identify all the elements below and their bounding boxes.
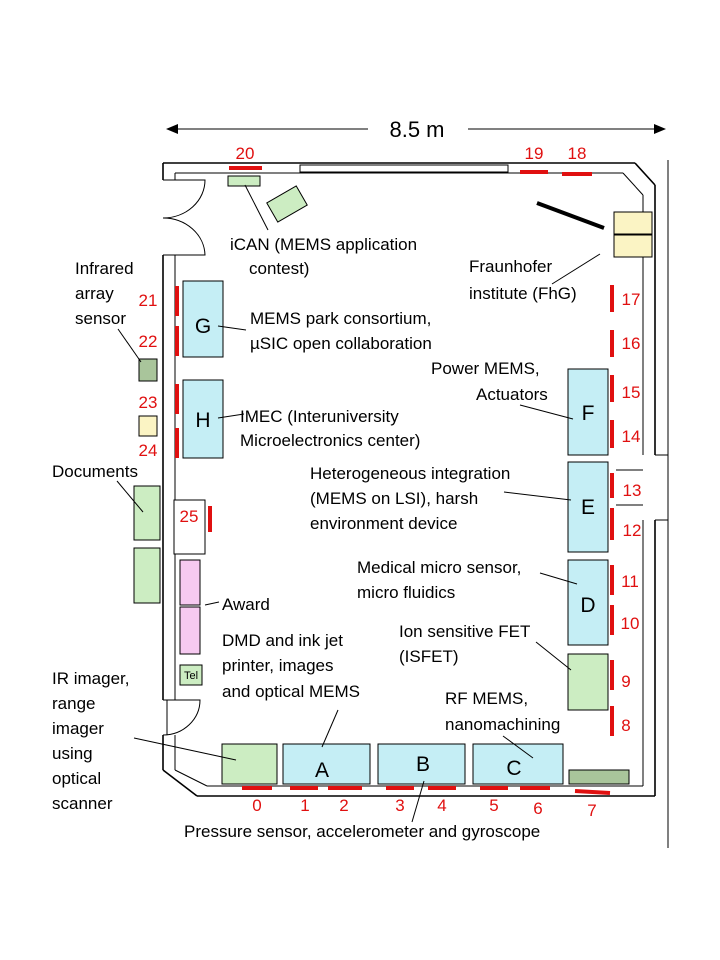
small-yellow-box bbox=[138, 415, 158, 437]
number-20: 20 bbox=[236, 144, 255, 163]
number-22: 22 bbox=[139, 332, 158, 351]
booth-a-box bbox=[282, 743, 371, 785]
number-2: 2 bbox=[339, 796, 348, 815]
booth-d-box bbox=[567, 559, 609, 646]
award-box-lower bbox=[179, 606, 201, 655]
number-0: 0 bbox=[252, 796, 261, 815]
documents-box-upper bbox=[133, 485, 161, 541]
medical-label: Medical micro sensor, micro fluidics bbox=[357, 558, 526, 602]
mems-park-label: MEMS park consortium, µSIC open collabor… bbox=[250, 309, 436, 353]
number-10: 10 bbox=[621, 614, 640, 633]
number-4: 4 bbox=[437, 796, 446, 815]
dimension-label: 8.5 m bbox=[389, 117, 444, 142]
number-5: 5 bbox=[489, 796, 498, 815]
booth-h-box bbox=[182, 379, 224, 459]
fraunhofer-box-lower bbox=[613, 234, 653, 258]
booth-g-box bbox=[182, 280, 224, 358]
number-12: 12 bbox=[623, 521, 642, 540]
booth-a-letter: A bbox=[315, 759, 329, 782]
isfet-label: Ion sensitive FET (ISFET) bbox=[399, 622, 535, 666]
tel-box bbox=[179, 664, 203, 686]
ican-small-table bbox=[227, 175, 261, 187]
number-11: 11 bbox=[621, 572, 639, 591]
red-markers bbox=[175, 166, 614, 795]
ican-label: iCAN (MEMS application contest) bbox=[230, 235, 422, 278]
award-label: Award bbox=[222, 595, 270, 614]
pressure-label: Pressure sensor, accelerometer and gyros… bbox=[184, 822, 540, 841]
number-19: 19 bbox=[525, 144, 544, 163]
booth-c-box bbox=[472, 743, 564, 785]
booth-h-letter: H bbox=[195, 409, 210, 432]
infrared-label: Infrared array sensor bbox=[75, 259, 138, 328]
number-25: 25 bbox=[180, 507, 199, 526]
number-9: 9 bbox=[621, 672, 630, 691]
number-6: 6 bbox=[533, 799, 542, 818]
fraunhofer-box-upper bbox=[613, 211, 653, 235]
number-15: 15 bbox=[622, 383, 641, 402]
documents-label: Documents bbox=[52, 462, 138, 481]
fraunhofer-label: Fraunhofer institute (FhG) bbox=[469, 257, 577, 303]
imec-label: IMEC (Interuniversity Microelectronics c… bbox=[240, 407, 420, 450]
booth-e-letter: E bbox=[581, 496, 595, 519]
infrared-sensor-box bbox=[138, 358, 158, 382]
number-7: 7 bbox=[587, 801, 596, 820]
black-bar bbox=[536, 201, 605, 230]
number-23: 23 bbox=[139, 393, 158, 412]
number-13: 13 bbox=[623, 481, 642, 500]
leader-lines bbox=[116, 184, 601, 823]
hetero-label: Heterogeneous integration (MEMS on LSI),… bbox=[310, 464, 515, 533]
bottom-right-table bbox=[568, 769, 630, 785]
number-21: 21 bbox=[139, 291, 158, 310]
number-1: 1 bbox=[300, 796, 309, 815]
dmd-label: DMD and ink jet printer, images and opti… bbox=[222, 631, 360, 701]
booth-d-letter: D bbox=[580, 594, 595, 617]
power-mems-label: Power MEMS, Actuators bbox=[431, 359, 548, 404]
documents-box-lower bbox=[133, 547, 161, 604]
number-17: 17 bbox=[622, 290, 641, 309]
rf-mems-label: RF MEMS, nanomachining bbox=[445, 689, 560, 734]
number-24: 24 bbox=[139, 441, 158, 460]
booth-c-letter: C bbox=[506, 757, 521, 780]
number-16: 16 bbox=[622, 334, 641, 353]
number-14: 14 bbox=[622, 427, 641, 446]
booth-f-box bbox=[567, 368, 609, 456]
ir-imager-table bbox=[221, 743, 278, 785]
award-box-upper bbox=[179, 559, 201, 606]
ir-imager-label: IR imager, range imager using optical sc… bbox=[52, 669, 134, 813]
booth-25-box bbox=[173, 499, 206, 555]
dimension-arrow bbox=[166, 124, 666, 134]
booth-f-letter: F bbox=[582, 402, 595, 425]
number-8: 8 bbox=[621, 716, 630, 735]
booth-g-letter: G bbox=[195, 315, 211, 338]
booth-b-box bbox=[377, 743, 466, 785]
isfet-table bbox=[567, 653, 609, 711]
booth-e-box bbox=[567, 461, 609, 553]
tel-label: Tel bbox=[184, 670, 198, 682]
room-walls bbox=[162, 160, 669, 848]
booth-b-letter: B bbox=[416, 753, 430, 776]
ican-rotated-table bbox=[266, 185, 308, 223]
number-18: 18 bbox=[568, 144, 587, 163]
number-3: 3 bbox=[395, 796, 404, 815]
